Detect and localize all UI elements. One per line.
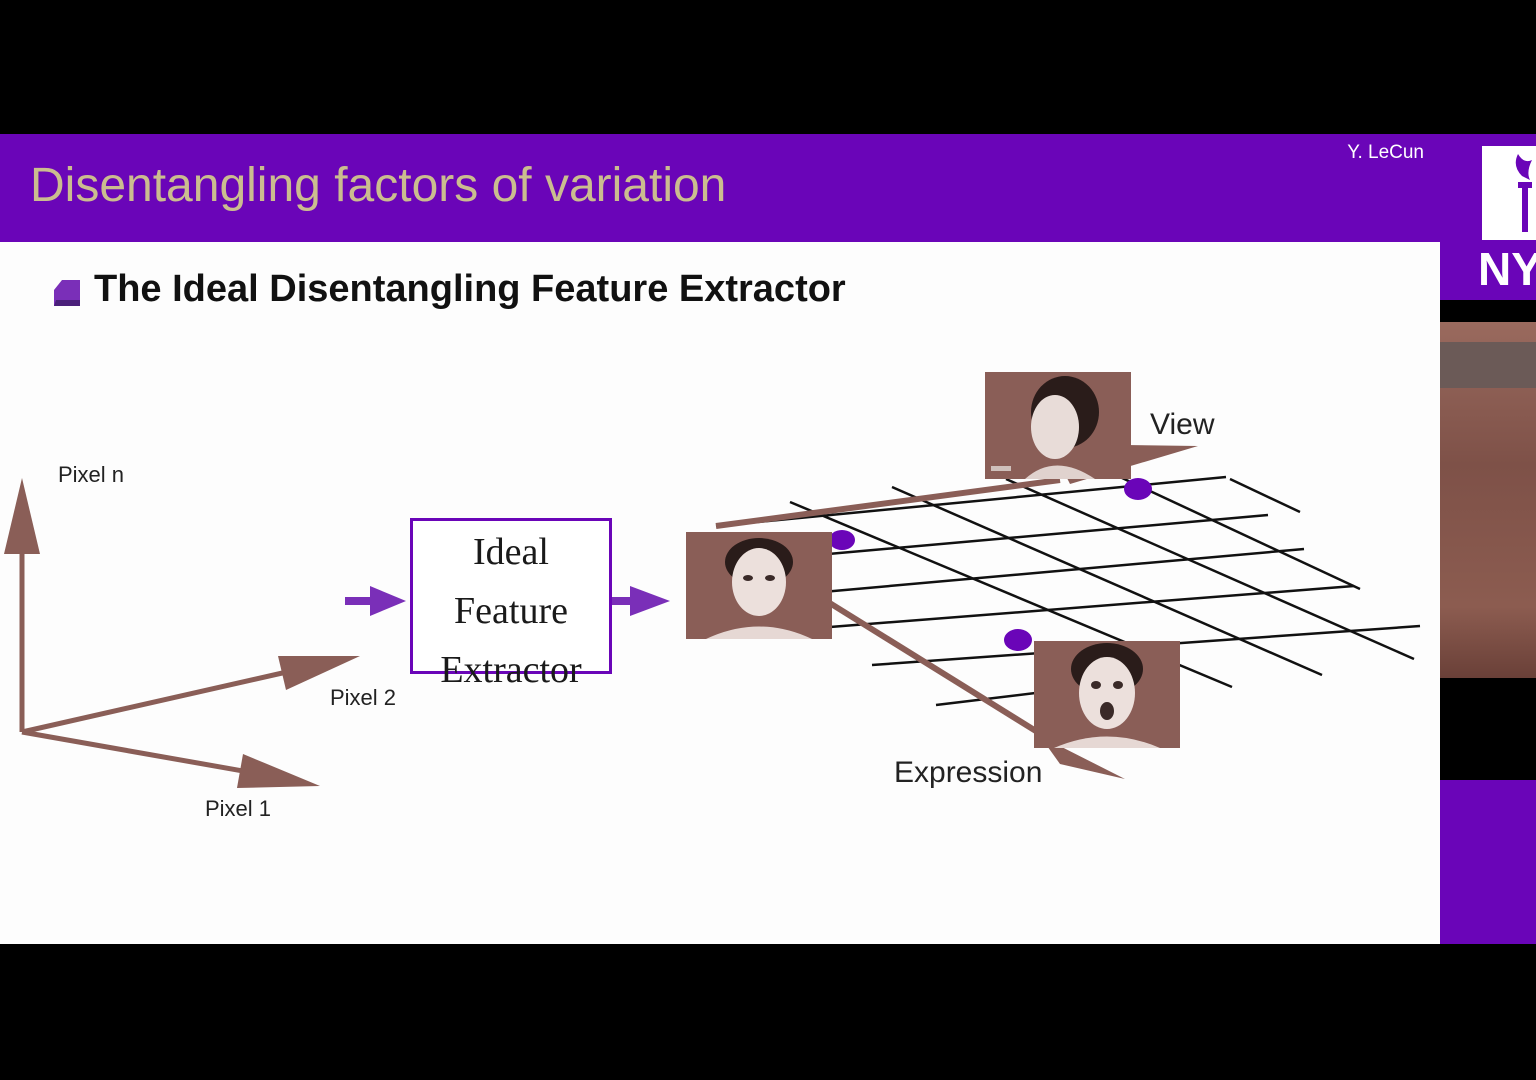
flow-arrows bbox=[345, 586, 670, 616]
side-panel: NY bbox=[1440, 134, 1536, 944]
face-image-view bbox=[985, 372, 1131, 479]
feature-points bbox=[829, 478, 1152, 651]
pixel-n-arrowhead bbox=[4, 478, 40, 554]
pixel-2-label: Pixel 2 bbox=[330, 685, 397, 710]
title-bar: Disentangling factors of variation Y. Le… bbox=[0, 134, 1440, 242]
side-thumbnail-band bbox=[1440, 342, 1536, 388]
slide: Disentangling factors of variation Y. Le… bbox=[0, 134, 1440, 944]
side-purple-panel bbox=[1440, 780, 1536, 944]
extractor-label: Ideal Feature Extractor bbox=[413, 523, 609, 700]
feature-extractor-box: Ideal Feature Extractor bbox=[410, 518, 612, 691]
pixel-2-axis-line bbox=[21, 666, 301, 735]
face-image-neutral bbox=[686, 532, 832, 639]
extractor-line: Ideal bbox=[473, 531, 549, 573]
section-heading: The Ideal Disentangling Feature Extracto… bbox=[94, 268, 846, 310]
feature-point bbox=[1004, 629, 1032, 651]
feature-point bbox=[829, 530, 855, 550]
feature-point bbox=[1124, 478, 1152, 500]
nyu-logo: NY bbox=[1440, 134, 1536, 300]
extractor-line: Feature bbox=[454, 590, 568, 632]
view-axis-label: View bbox=[1150, 408, 1215, 441]
output-arrow-shaft bbox=[612, 597, 637, 605]
pixel-n-label: Pixel n bbox=[58, 462, 125, 487]
expression-axis-label: Expression bbox=[894, 756, 1043, 789]
input-arrow-head bbox=[370, 586, 406, 616]
torch-icon bbox=[1482, 146, 1536, 240]
logo-text: NY bbox=[1478, 243, 1536, 295]
author-label: Y. LeCun bbox=[1347, 142, 1424, 163]
pixel-1-arrowhead bbox=[237, 754, 320, 788]
extractor-line: Extractor bbox=[440, 649, 582, 691]
input-arrow-shaft bbox=[345, 597, 380, 605]
pixel-1-label: Pixel 1 bbox=[205, 796, 272, 821]
pixel-2-arrowhead bbox=[278, 656, 360, 690]
side-thumbnail bbox=[1440, 322, 1536, 678]
pixel-1-axis-line bbox=[21, 729, 261, 777]
face-image-expression bbox=[1034, 641, 1180, 748]
bullet-icon bbox=[54, 280, 80, 306]
slide-title: Disentangling factors of variation bbox=[30, 159, 727, 212]
pixel-axes bbox=[4, 478, 360, 788]
output-arrow-head bbox=[630, 586, 670, 616]
